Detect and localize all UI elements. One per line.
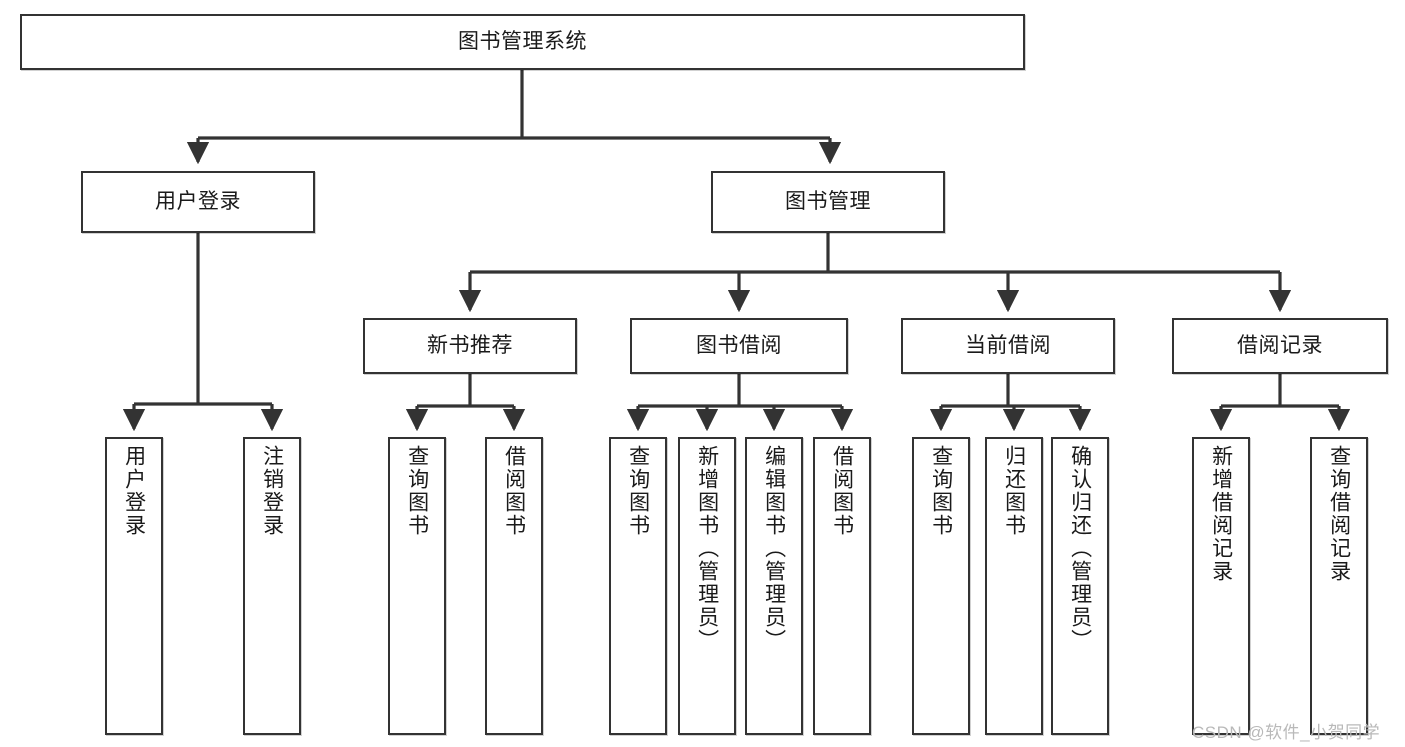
node-book-manage-label: 图书管理 bbox=[785, 189, 871, 213]
node-leaf-add-book[interactable]: 新增图书（管理员） bbox=[678, 437, 736, 735]
node-new-book-rec[interactable]: 新书推荐 bbox=[363, 318, 577, 374]
node-leaf-borrow-book-label: 借阅图书 bbox=[830, 445, 854, 537]
watermark: CSDN @软件_小贺同学 bbox=[1192, 723, 1381, 742]
node-borrow-record[interactable]: 借阅记录 bbox=[1172, 318, 1388, 374]
node-book-borrow[interactable]: 图书借阅 bbox=[630, 318, 848, 374]
node-leaf-add-record[interactable]: 新增借阅记录 bbox=[1192, 437, 1250, 735]
node-current-borrow-label: 当前借阅 bbox=[965, 333, 1051, 357]
node-leaf-confirm-return[interactable]: 确认归还（管理员） bbox=[1051, 437, 1109, 735]
node-leaf-edit-book-label: 编辑图书（管理员） bbox=[762, 445, 786, 652]
node-leaf-edit-book[interactable]: 编辑图书（管理员） bbox=[745, 437, 803, 735]
node-leaf-return-book-label: 归还图书 bbox=[1002, 445, 1026, 537]
node-user-login[interactable]: 用户登录 bbox=[81, 171, 315, 233]
node-leaf-user-login[interactable]: 用户登录 bbox=[105, 437, 163, 735]
node-book-borrow-label: 图书借阅 bbox=[696, 333, 782, 357]
node-leaf-query-book-cur[interactable]: 查询图书 bbox=[912, 437, 970, 735]
node-leaf-user-login-label: 用户登录 bbox=[122, 445, 146, 537]
node-current-borrow[interactable]: 当前借阅 bbox=[901, 318, 1115, 374]
node-new-book-rec-label: 新书推荐 bbox=[427, 333, 513, 357]
node-leaf-add-record-label: 新增借阅记录 bbox=[1209, 445, 1233, 583]
node-leaf-borrow-book[interactable]: 借阅图书 bbox=[813, 437, 871, 735]
node-leaf-query-book[interactable]: 查询图书 bbox=[609, 437, 667, 735]
node-leaf-confirm-return-label: 确认归还（管理员） bbox=[1068, 445, 1092, 652]
node-leaf-user-logout[interactable]: 注销登录 bbox=[243, 437, 301, 735]
node-book-manage[interactable]: 图书管理 bbox=[711, 171, 945, 233]
node-user-login-label: 用户登录 bbox=[155, 189, 241, 213]
node-leaf-query-book-cur-label: 查询图书 bbox=[929, 445, 953, 537]
node-leaf-borrow-book-rec[interactable]: 借阅图书 bbox=[485, 437, 543, 735]
node-root[interactable]: 图书管理系统 bbox=[20, 14, 1025, 70]
node-leaf-user-logout-label: 注销登录 bbox=[260, 445, 284, 537]
node-leaf-add-book-label: 新增图书（管理员） bbox=[695, 445, 719, 652]
node-leaf-query-book-rec-label: 查询图书 bbox=[405, 445, 429, 537]
node-leaf-query-record[interactable]: 查询借阅记录 bbox=[1310, 437, 1368, 735]
node-leaf-return-book[interactable]: 归还图书 bbox=[985, 437, 1043, 735]
node-borrow-record-label: 借阅记录 bbox=[1237, 333, 1323, 357]
node-leaf-query-book-label: 查询图书 bbox=[626, 445, 650, 537]
node-leaf-query-book-rec[interactable]: 查询图书 bbox=[388, 437, 446, 735]
node-leaf-query-record-label: 查询借阅记录 bbox=[1327, 445, 1351, 583]
node-leaf-borrow-book-rec-label: 借阅图书 bbox=[502, 445, 526, 537]
node-root-label: 图书管理系统 bbox=[458, 29, 587, 53]
